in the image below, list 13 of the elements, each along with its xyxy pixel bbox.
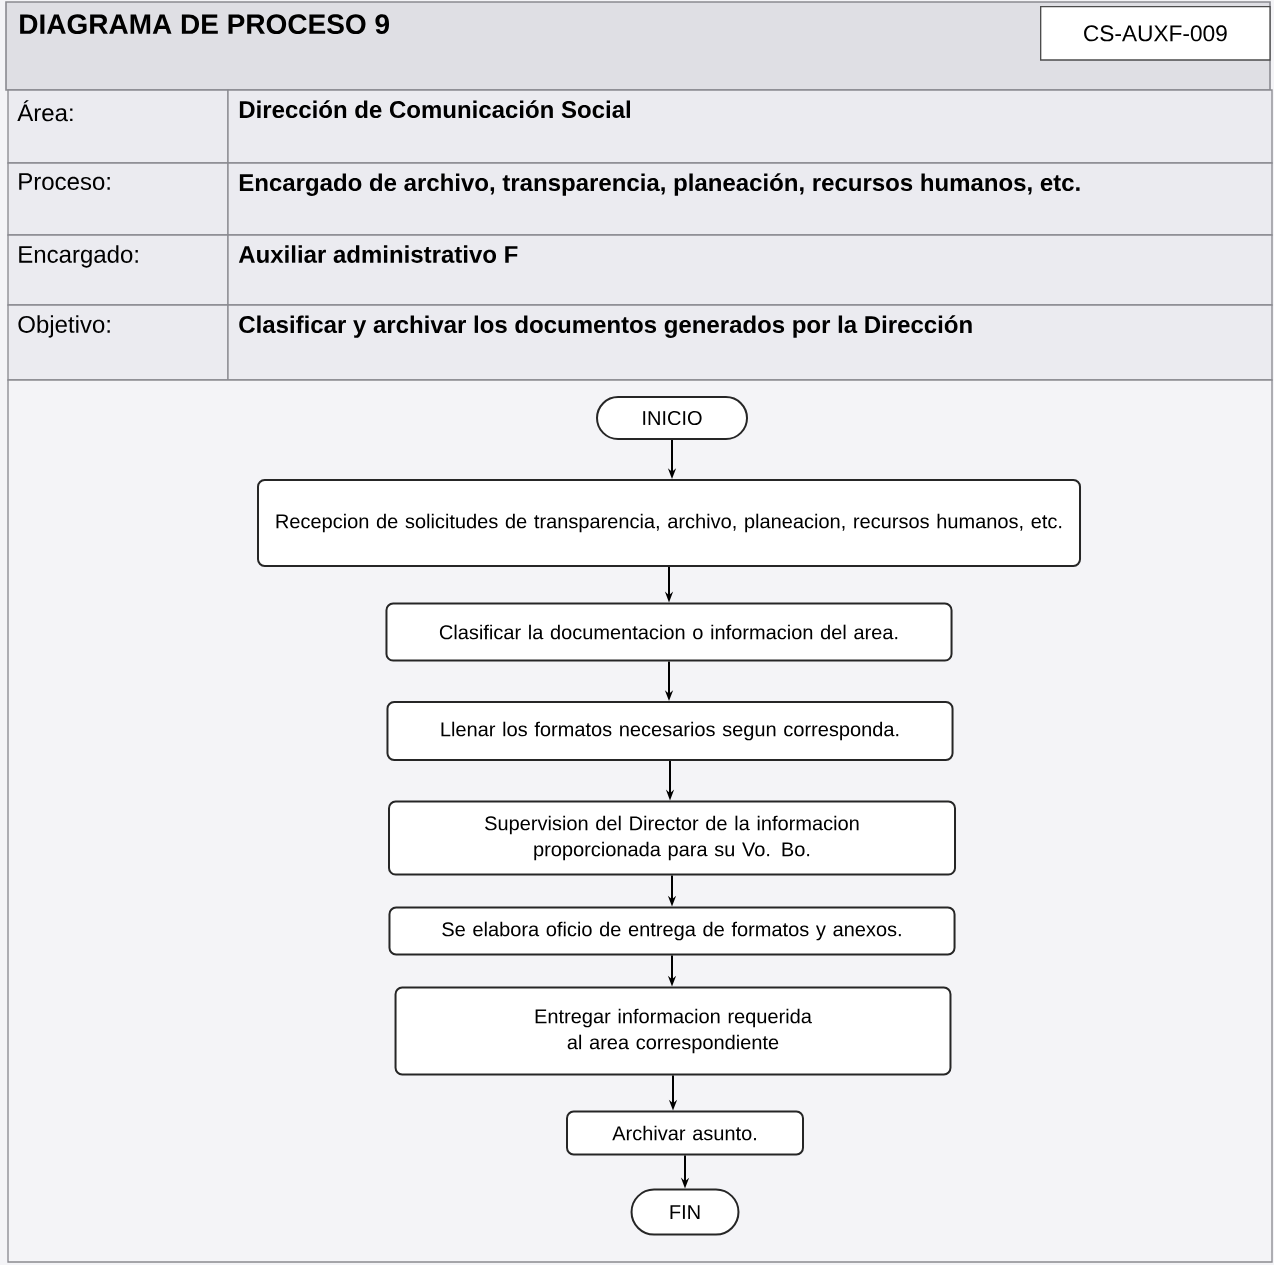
process-box: Supervision del Director de la informacion proporcionada para su Vo. Bo. bbox=[388, 800, 956, 876]
process-box: Clasificar la documentacion o informacion del area. bbox=[385, 602, 953, 662]
process-box: Recepcion de solicitudes de transparencia, archivo, planeacion, recursos humanos, etc. bbox=[257, 479, 1081, 567]
process-box: Archivar asunto. bbox=[566, 1110, 804, 1156]
table-cell: Encargado: bbox=[7, 234, 229, 306]
process-box: Se elabora oficio de entrega de formatos y anexos. bbox=[388, 906, 956, 956]
process-box: Llenar los formatos necesarios segun corresponda. bbox=[386, 701, 954, 761]
process-box: Entregar informacion requerida al area correspondiente bbox=[394, 986, 952, 1076]
table-cell: Proceso: bbox=[7, 162, 229, 236]
title: DIAGRAMA DE PROCESO 9 bbox=[20, 14, 389, 35]
table-cell: Objetivo: bbox=[7, 304, 229, 381]
table-cell: Área: bbox=[7, 89, 229, 164]
code-box: CS-AUXF-009 bbox=[1040, 6, 1271, 61]
